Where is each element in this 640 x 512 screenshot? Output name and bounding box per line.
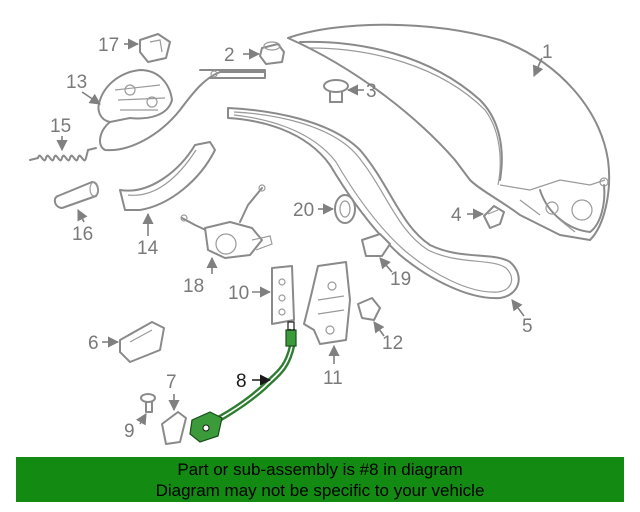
part-15-spring — [29, 147, 97, 162]
part-13-hinge — [97, 69, 266, 152]
callout-1: 1 — [542, 42, 553, 63]
callout-20: 20 — [293, 200, 314, 221]
part-19-clip — [361, 233, 391, 257]
callout-17: 17 — [98, 35, 119, 56]
part-7-cover — [161, 411, 187, 445]
part-20-grommet — [334, 194, 356, 224]
callout-19: 19 — [390, 269, 411, 290]
callout-10: 10 — [228, 283, 249, 304]
callout-12: 12 — [382, 333, 403, 354]
callout-7: 7 — [166, 372, 177, 393]
callout-18: 18 — [183, 276, 204, 297]
part-6-handle — [119, 321, 165, 363]
callout-15: 15 — [50, 116, 71, 137]
callout-11: 11 — [323, 368, 343, 389]
callout-5: 5 — [522, 316, 533, 337]
callout-6: 6 — [88, 333, 99, 354]
parts-diagram: 1 2 3 4 5 6 7 8 9 10 11 12 13 14 15 16 1… — [29, 23, 611, 445]
banner-line-disclaimer: Diagram may not be specific to your vehi… — [155, 481, 485, 500]
part-14-strap — [119, 141, 216, 211]
banner-line-part: Part or sub-assembly is #8 in diagram — [177, 460, 463, 479]
part-17-clip — [139, 33, 171, 63]
part-1-trunk-lid — [287, 23, 611, 241]
part-9-bolt — [140, 393, 156, 413]
callout-13: 13 — [66, 72, 87, 93]
callout-8[interactable]: 8 — [236, 371, 247, 392]
part-12-clip — [357, 297, 381, 321]
part-11-latch — [303, 261, 351, 345]
callout-3: 3 — [366, 81, 377, 102]
part-5-weatherstrip — [227, 107, 520, 300]
leader-lines — [56, 38, 544, 426]
callout-9: 9 — [124, 421, 135, 442]
callout-4: 4 — [451, 205, 462, 226]
part-3-grommet — [323, 79, 349, 103]
callout-2: 2 — [224, 45, 235, 66]
part-2-stop — [259, 41, 285, 65]
part-4-plug — [483, 205, 505, 229]
part-10-bracket — [271, 265, 295, 325]
callout-14: 14 — [137, 238, 159, 259]
part-16-bumper — [53, 181, 100, 209]
part-8-release-cable[interactable] — [189, 321, 297, 443]
callout-16: 16 — [72, 224, 93, 245]
part-18-actuator — [180, 184, 273, 259]
part-info-banner: Part or sub-assembly is #8 in diagram Di… — [16, 457, 624, 502]
